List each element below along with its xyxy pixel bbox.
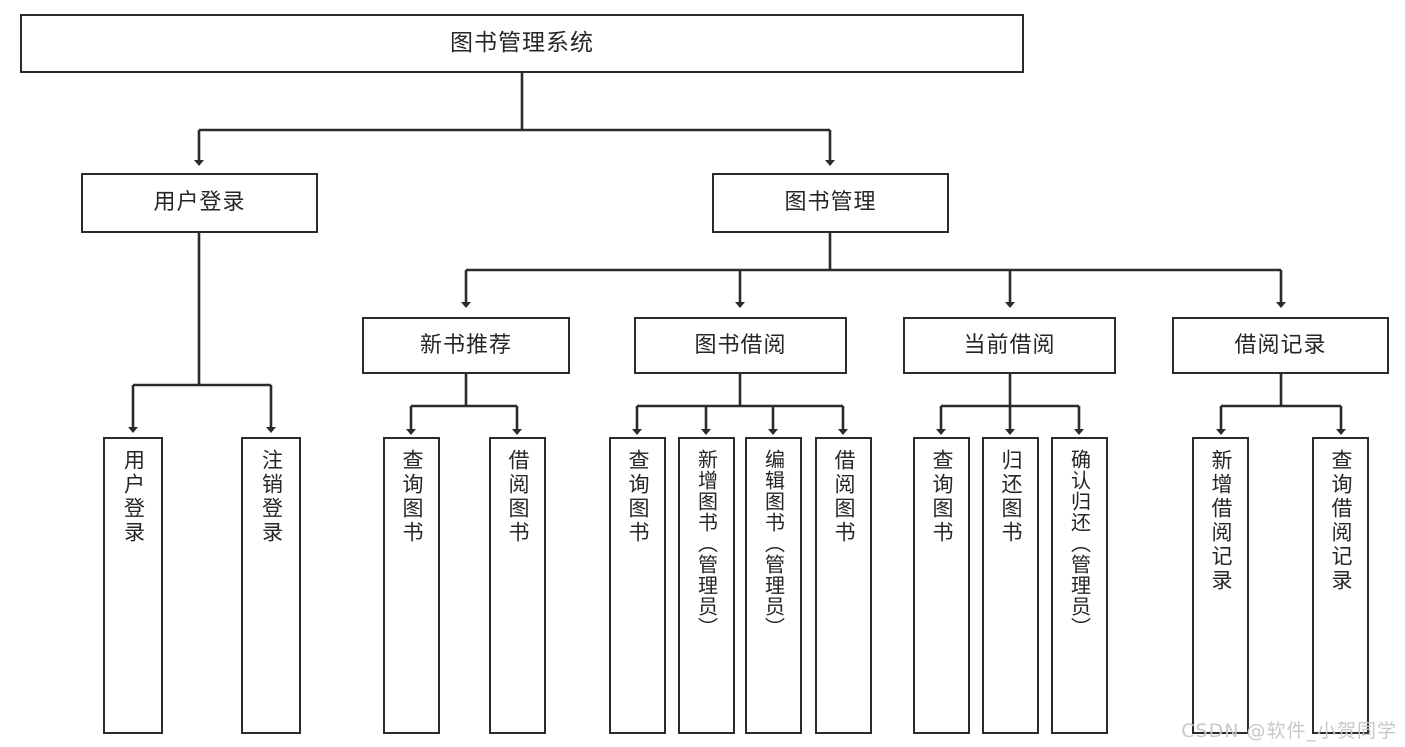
node-user-login[interactable]: 用户登录 — [81, 173, 318, 233]
node-book-borrowing[interactable]: 图书借阅 — [634, 317, 847, 374]
watermark: CSDN @软件_小贺同学 — [1181, 720, 1397, 742]
node-root-system[interactable]: 图书管理系统 — [20, 14, 1024, 73]
node-label: 用户登录 — [153, 190, 246, 216]
node-label: 新增借阅记录 — [1209, 449, 1233, 593]
leaf-borrow-books-recommendation[interactable]: 借阅图书 — [489, 437, 546, 734]
node-label: 注销登录 — [259, 449, 284, 545]
leaf-logout[interactable]: 注销登录 — [241, 437, 301, 734]
leaf-query-books-recommendation[interactable]: 查询图书 — [383, 437, 440, 734]
node-label: 借阅图书 — [832, 449, 856, 545]
leaf-user-login[interactable]: 用户登录 — [103, 437, 163, 734]
leaf-confirm-return-admin[interactable]: 确认归还（管理员） — [1051, 437, 1108, 734]
node-label: 查询图书 — [400, 449, 424, 545]
leaf-query-borrow-record[interactable]: 查询借阅记录 — [1312, 437, 1369, 734]
node-label: 查询图书 — [626, 449, 650, 545]
leaf-return-books[interactable]: 归还图书 — [982, 437, 1039, 734]
node-new-book-recommendation[interactable]: 新书推荐 — [362, 317, 570, 374]
node-label: 编辑图书（管理员） — [761, 449, 786, 638]
node-label: 当前借阅 — [963, 332, 1056, 358]
leaf-add-borrow-record[interactable]: 新增借阅记录 — [1192, 437, 1249, 734]
node-book-management[interactable]: 图书管理 — [712, 173, 949, 233]
node-label: 查询图书 — [930, 449, 954, 545]
node-label: 新增图书（管理员） — [694, 449, 719, 638]
node-label: 新书推荐 — [419, 332, 512, 358]
leaf-add-book-admin[interactable]: 新增图书（管理员） — [678, 437, 735, 734]
leaf-edit-book-admin[interactable]: 编辑图书（管理员） — [745, 437, 802, 734]
node-label: 借阅图书 — [506, 449, 530, 545]
node-current-borrowing[interactable]: 当前借阅 — [903, 317, 1116, 374]
node-label: 借阅记录 — [1234, 332, 1327, 358]
node-label: 图书管理 — [784, 190, 877, 216]
leaf-query-books-current[interactable]: 查询图书 — [913, 437, 970, 734]
node-label: 图书借阅 — [694, 332, 787, 358]
leaf-query-books-borrow[interactable]: 查询图书 — [609, 437, 666, 734]
node-label: 归还图书 — [999, 449, 1023, 545]
node-label: 查询借阅记录 — [1329, 449, 1353, 593]
node-label: 用户登录 — [121, 449, 146, 545]
node-label: 图书管理系统 — [450, 30, 594, 57]
node-borrow-records[interactable]: 借阅记录 — [1172, 317, 1389, 374]
leaf-borrow-books[interactable]: 借阅图书 — [815, 437, 872, 734]
node-label: 确认归还（管理员） — [1067, 449, 1092, 638]
